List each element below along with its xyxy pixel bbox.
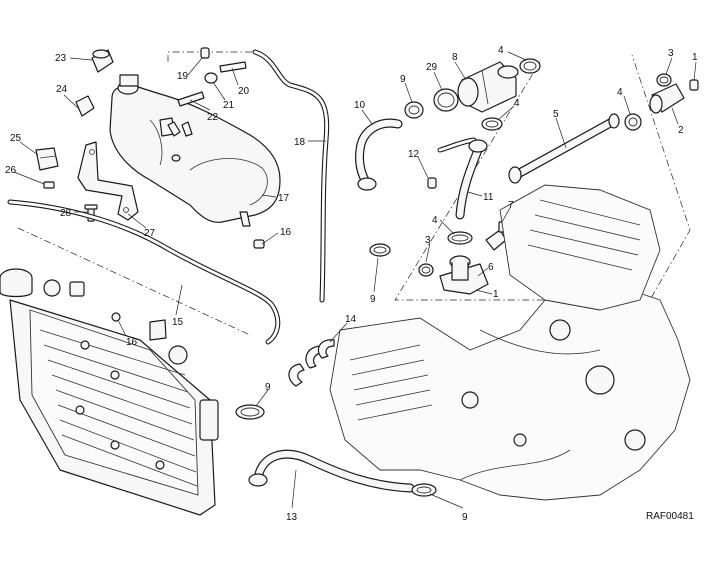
callout-5: 5 [553, 109, 559, 120]
hose-clamp-9-lower [411, 483, 437, 497]
radiator-fittings [43, 279, 188, 365]
screw-12 [427, 177, 437, 189]
o-ring-29 [433, 88, 459, 112]
diagram-reference-code: RAF00481 [646, 511, 694, 522]
hose-clamp-4-top [519, 58, 541, 74]
hose-clamp-4-mid [481, 117, 503, 131]
thermostat-housing-8 [457, 61, 519, 113]
callout-4-lower: 4 [432, 215, 438, 226]
hose-clamp-4-lower [447, 231, 473, 245]
radiator-filler-cap [0, 268, 33, 298]
hose-11 [437, 137, 488, 220]
callout-labels: 23 19 20 21 22 24 25 26 28 27 17 18 16 1… [5, 45, 698, 523]
callout-20: 20 [238, 86, 250, 97]
screw-26 [43, 181, 55, 189]
expansion-tank [109, 74, 281, 227]
cylinder-fins [349, 199, 641, 421]
hose-clips-14 [288, 339, 335, 387]
callout-9-upper: 9 [400, 74, 406, 85]
callout-1-lower: 1 [493, 289, 499, 300]
assembly-boundaries [17, 51, 691, 336]
hose-10 [355, 118, 403, 191]
callout-9-mid: 9 [370, 294, 376, 305]
callout-1-right: 1 [692, 52, 698, 63]
tank-bracket [77, 141, 139, 221]
tank-fasteners [167, 47, 247, 137]
callout-28: 28 [60, 208, 72, 219]
callout-9-radiator: 9 [265, 382, 271, 393]
o-ring-3-lower [418, 263, 434, 277]
callout-18: 18 [294, 137, 306, 148]
callout-22: 22 [207, 112, 219, 123]
o-ring-3-right [656, 73, 672, 87]
callout-15: 15 [172, 317, 184, 328]
callout-26: 26 [5, 165, 17, 176]
callout-23: 23 [55, 53, 67, 64]
callout-21: 21 [223, 100, 235, 111]
callout-2: 2 [678, 125, 684, 136]
radiator-fins [39, 329, 198, 487]
hose-clamp-9-radiator [235, 404, 265, 420]
outlet-fitting-6 [439, 255, 489, 295]
callout-13: 13 [286, 512, 298, 523]
callout-7: 7 [508, 200, 514, 211]
callout-3-right: 3 [668, 48, 674, 59]
callout-4-right: 4 [617, 87, 623, 98]
hose-clamp-4-right [624, 113, 642, 131]
callout-19: 19 [177, 71, 189, 82]
clip-16-upper [253, 239, 265, 249]
hose-clamp-9-left [369, 243, 391, 257]
callout-11: 11 [483, 192, 494, 203]
expansion-tank-cap [91, 49, 114, 73]
engine-block [329, 184, 691, 501]
callout-10: 10 [354, 100, 366, 111]
callout-12: 12 [408, 149, 420, 160]
callout-17: 17 [278, 193, 290, 204]
union-fitting-2 [649, 83, 685, 114]
lower-hose-13 [248, 449, 415, 493]
radiator [9, 299, 219, 516]
callout-16-lower: 16 [126, 337, 138, 348]
callout-25: 25 [10, 133, 22, 144]
callout-4-top: 4 [498, 45, 504, 56]
callout-16-upper: 16 [280, 227, 292, 238]
callout-6: 6 [488, 262, 494, 273]
screw-1-right [689, 79, 699, 91]
leader-lines [13, 51, 697, 509]
overflow-tube-18 [252, 49, 330, 303]
coolant-pipe-5 [508, 113, 620, 184]
callout-29: 29 [426, 62, 438, 73]
callout-4-mid: 4 [514, 98, 520, 109]
breather-tube-15 [7, 199, 281, 345]
connector-25 [35, 147, 59, 171]
callout-8: 8 [452, 52, 458, 63]
callout-24: 24 [56, 84, 68, 95]
small-bracket-24 [75, 95, 95, 117]
callout-9-lower: 9 [462, 512, 468, 523]
callout-3-lower: 3 [425, 235, 431, 246]
callout-27: 27 [144, 228, 156, 239]
hose-clamp-9-upper [404, 101, 424, 119]
callout-14: 14 [345, 314, 357, 325]
